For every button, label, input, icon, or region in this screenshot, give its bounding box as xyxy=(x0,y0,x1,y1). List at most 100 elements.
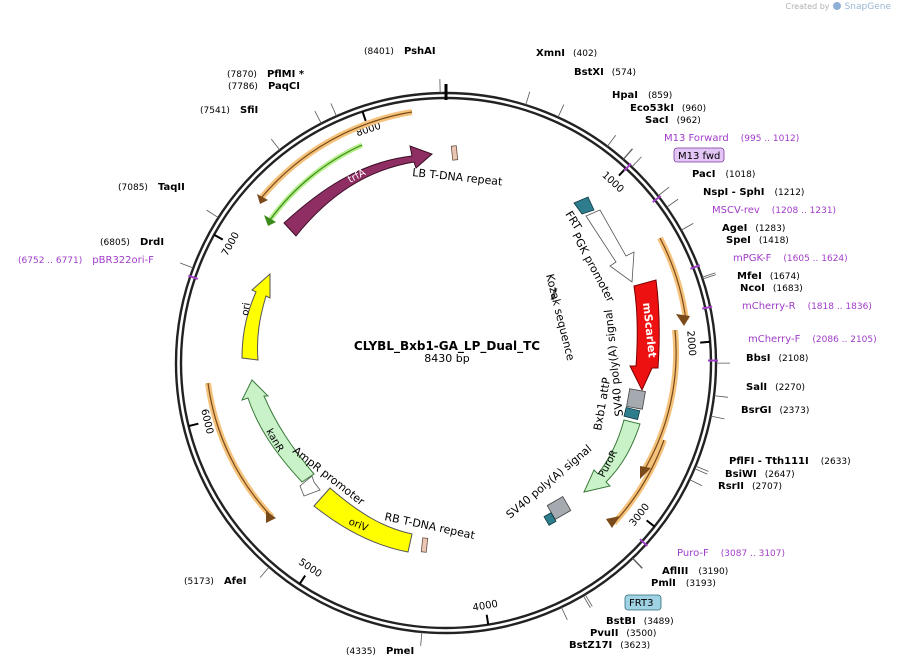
site-tick xyxy=(584,594,593,607)
primer-label[interactable]: (6752 .. 6771)pBR322ori-F xyxy=(18,255,154,266)
box-label-m13-fwd[interactable]: M13 fwd xyxy=(678,151,720,162)
tick-mark xyxy=(646,519,656,528)
label-bxb1: Bxb1 attP xyxy=(591,376,613,431)
primer-tick xyxy=(702,305,713,310)
feature-ampR-promoter xyxy=(299,475,321,497)
primer-label[interactable]: mCherry-R(1818 .. 1836) xyxy=(742,301,872,312)
site-label[interactable]: PflFI - Tth111I(2633) xyxy=(729,456,851,467)
site-label[interactable]: RsrII(2707) xyxy=(718,481,782,492)
site-label[interactable]: BstXI(574) xyxy=(574,67,636,78)
site-label[interactable]: (7870)PflMI * xyxy=(227,69,305,80)
site-label[interactable]: (5173)AfeI xyxy=(184,576,247,587)
box-label-frt3[interactable]: FRT3 xyxy=(629,598,653,609)
feature-ori xyxy=(241,272,271,361)
tick-mark xyxy=(485,614,490,625)
tick-label: 7000 xyxy=(220,230,242,258)
primer-label[interactable]: Puro-F(3087 .. 3107) xyxy=(677,548,785,559)
primer-tick xyxy=(690,264,701,270)
site-label[interactable]: SpeI(1418) xyxy=(726,235,789,246)
label-lb-tdna: LB T-DNA repeat xyxy=(412,166,504,188)
site-tick xyxy=(657,186,670,197)
feature-puroR xyxy=(583,419,641,493)
site-tick xyxy=(701,272,716,278)
snapgene-logo-icon xyxy=(833,2,842,10)
site-tick xyxy=(622,148,633,160)
primer-label[interactable]: M13 Forward(995 .. 1012) xyxy=(664,133,799,144)
site-label[interactable]: BstZ17I(3623) xyxy=(569,640,650,651)
site-label[interactable]: PacI(1018) xyxy=(692,169,755,180)
site-label[interactable]: XmnI(402) xyxy=(536,48,597,59)
site-label[interactable]: (4335)PmeI xyxy=(346,646,414,657)
boxed-feature-labels: M13 fwd FRT3 xyxy=(624,147,725,611)
primer-label[interactable]: mCherry-F(2086 .. 2105) xyxy=(748,334,877,345)
site-tick xyxy=(525,91,531,106)
primer-label[interactable]: mPGK-F(1605 .. 1624) xyxy=(733,253,848,264)
site-tick xyxy=(695,465,709,472)
feature-bxb1 xyxy=(623,406,641,421)
tick-mark xyxy=(213,233,224,241)
site-label[interactable]: (7786)PaqCI xyxy=(228,81,300,92)
site-label[interactable]: BsrGI(2373) xyxy=(741,405,809,416)
site-label[interactable]: (7541)SfiI xyxy=(200,105,258,116)
site-tick xyxy=(713,395,728,398)
site-tick xyxy=(666,198,679,208)
site-label[interactable]: Eco53kI(960) xyxy=(630,103,706,114)
features xyxy=(241,145,660,553)
feature-pgk-promoter xyxy=(585,209,635,283)
primer-tick xyxy=(652,195,662,203)
site-tick xyxy=(259,566,270,578)
site-label[interactable]: AgeI(1283) xyxy=(722,223,785,234)
site-tick xyxy=(623,148,633,160)
site-tick xyxy=(694,468,708,475)
tick-mark xyxy=(700,340,711,344)
site-tick xyxy=(689,479,703,487)
feature-rb-tdna xyxy=(420,537,429,553)
primer-label[interactable]: MSCV-rev(1208 .. 1231) xyxy=(712,205,836,216)
feature-kozak xyxy=(550,287,558,301)
feature-oriV xyxy=(313,487,413,553)
tick-mark xyxy=(188,422,199,428)
site-label[interactable]: MfeI(1674) xyxy=(737,271,800,282)
snapgene-credit: Created by SnapGene xyxy=(785,2,891,12)
site-label[interactable]: BstBI(3489) xyxy=(606,616,674,627)
feature-trfA xyxy=(283,145,433,237)
plasmid-length: 8430 bp xyxy=(424,352,469,365)
site-label[interactable]: NcoI(1683) xyxy=(740,283,803,294)
site-tick xyxy=(180,262,194,269)
site-tick xyxy=(206,209,219,219)
site-label[interactable]: NspI - SphI(1212) xyxy=(703,187,804,198)
site-labels: XmnI(402) BstXI(574) HpaI(859) Eco53kI(9… xyxy=(100,46,851,657)
site-label[interactable]: AflIII(3190) xyxy=(662,566,728,577)
feature-lb-tdna xyxy=(450,145,459,161)
feature-frt xyxy=(573,196,595,215)
site-tick xyxy=(702,274,717,280)
site-label[interactable]: BbsI(2108) xyxy=(746,353,808,364)
site-tick xyxy=(330,103,337,117)
credit-prefix: Created by xyxy=(785,2,830,11)
site-label[interactable]: (6805)DrdI xyxy=(100,237,164,248)
plasmid-name: CLYBL_Bxb1-GA_LP_Dual_TC xyxy=(354,339,540,354)
label-mScarlet: mScarlet xyxy=(640,302,659,358)
site-tick xyxy=(420,631,423,646)
box-frt3 xyxy=(624,594,662,611)
label-kozak: Kozak sequence xyxy=(543,273,577,363)
primer-labels: M13 Forward(995 .. 1012) MSCV-rev(1208 .… xyxy=(18,133,877,559)
site-label[interactable]: SacI(962) xyxy=(645,115,701,126)
tick-label: 4000 xyxy=(472,599,499,614)
site-label[interactable]: (8401)PshAI xyxy=(364,46,436,57)
box-m13-fwd xyxy=(673,147,725,163)
site-label[interactable]: BsiWI(2647) xyxy=(725,469,795,480)
site-label[interactable]: SalI(2270) xyxy=(746,382,805,393)
site-label[interactable]: PvuII(3500) xyxy=(590,628,656,639)
tick-mark xyxy=(298,575,307,585)
feature-mScarlet xyxy=(629,279,660,392)
primer-tick xyxy=(639,538,648,547)
site-label[interactable]: HpaI(859) xyxy=(612,90,672,101)
label-ori: ori xyxy=(240,302,253,316)
site-tick xyxy=(557,104,565,118)
site-tick xyxy=(632,557,643,569)
tick-label: 5000 xyxy=(296,557,323,580)
site-label[interactable]: PmlI(3193) xyxy=(651,578,716,589)
site-label[interactable]: (7085)TaqII xyxy=(118,182,185,193)
